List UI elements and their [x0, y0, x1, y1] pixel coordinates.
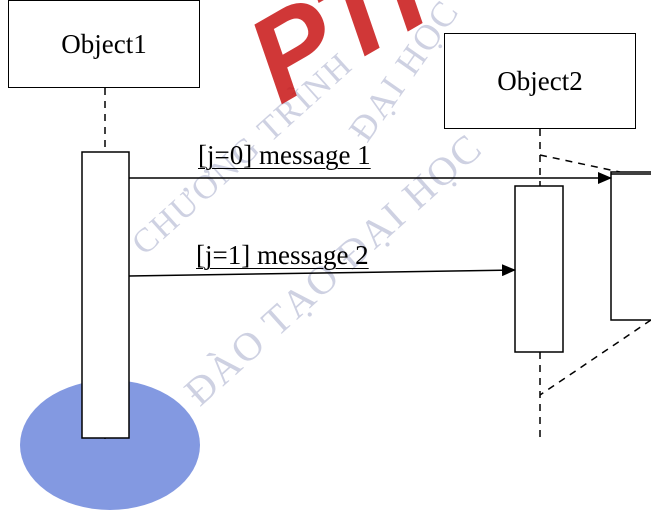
object1-label: Object1 — [61, 28, 147, 59]
object1-activation-bar — [81, 151, 130, 439]
object2-box: Object2 — [444, 33, 636, 129]
object2-activation-bar — [514, 185, 564, 353]
branch-lifeline-top — [539, 154, 621, 173]
message-2-arrow — [128, 264, 516, 277]
object1-box: Object1 — [8, 0, 200, 88]
branch-lifeline-bottom — [539, 319, 651, 396]
object2-label: Object2 — [497, 65, 583, 96]
message-2-label: [j=1] message 2 — [196, 240, 369, 270]
message-1-label: [j=0] message 1 — [198, 140, 371, 170]
sequence-diagram — [81, 88, 651, 443]
branch-activation-bar — [610, 171, 651, 321]
